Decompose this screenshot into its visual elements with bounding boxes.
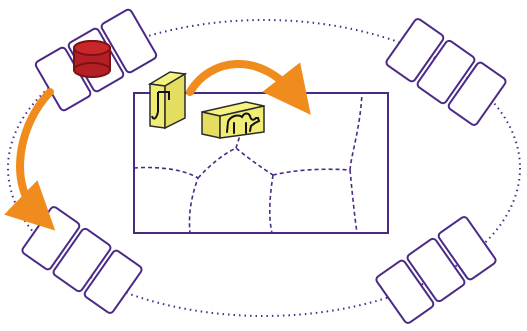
curved-arrow-icon: [186, 60, 311, 115]
region-border: [349, 169, 358, 234]
card[interactable]: [406, 237, 466, 303]
card[interactable]: [385, 18, 445, 83]
red-cylinder-token[interactable]: [73, 40, 111, 78]
region-border: [133, 166, 199, 234]
card[interactable]: [83, 249, 143, 314]
card[interactable]: [416, 39, 476, 105]
dotted-ring: [7, 19, 521, 317]
card[interactable]: [52, 227, 112, 293]
card[interactable]: [375, 259, 435, 324]
card-group-bottom-right: [375, 216, 497, 324]
card-group-top-right: [385, 18, 507, 126]
card[interactable]: [447, 61, 507, 126]
card[interactable]: [437, 216, 497, 281]
curved-arrow-icon: [4, 88, 56, 231]
card-group-top-left: [34, 8, 158, 112]
card[interactable]: [100, 8, 158, 74]
region-border: [197, 147, 274, 179]
region-border: [268, 174, 274, 234]
region-border: [272, 168, 351, 176]
crane-hook-crate-icon[interactable]: [147, 71, 188, 130]
card-group-bottom-left: [21, 206, 143, 314]
camel-crate-icon[interactable]: [201, 101, 265, 139]
